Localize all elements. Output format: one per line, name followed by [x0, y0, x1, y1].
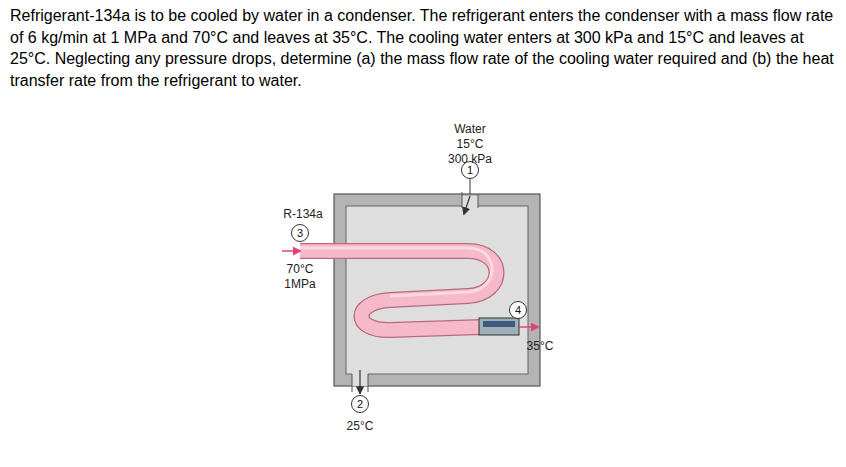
pipe-wall	[368, 374, 369, 392]
callout-leader	[470, 178, 471, 194]
callout-leader	[360, 386, 361, 394]
pipe-wall	[352, 374, 353, 392]
callout-text: 3	[297, 227, 303, 239]
outlet-fitting	[479, 318, 519, 335]
callout-number: 4	[509, 301, 527, 319]
fluid-name: Water	[454, 122, 486, 136]
callout-number: 3	[291, 224, 309, 242]
water-inlet-arrow	[464, 196, 470, 214]
refrigerant-tube	[300, 251, 497, 330]
refrigerant-outlet-arrow	[519, 326, 538, 328]
temperature-label: 15°C	[457, 137, 484, 151]
pipe-wall	[462, 192, 463, 194]
refrigerant-inlet-arrow	[282, 250, 300, 252]
pressure-label: 1MPa	[284, 277, 315, 291]
callout-text: 4	[515, 304, 521, 316]
callout-text: 2	[357, 398, 363, 410]
pipe-wall	[478, 194, 479, 208]
pipe-wall	[462, 194, 463, 208]
water-outlet-arrow	[359, 370, 360, 393]
temperature-label: 70°C	[287, 262, 314, 276]
tube-outline	[300, 251, 497, 330]
temperature-label: 35°C	[527, 339, 554, 353]
pressure-label: 300 kPa	[448, 152, 492, 166]
problem-statement: Refrigerant-134a is to be cooled by wate…	[10, 5, 840, 91]
tube-highlight	[300, 248, 492, 296]
temperature-label: 25°C	[347, 419, 374, 433]
fluid-name: R-134a	[283, 207, 322, 221]
outlet-fitting-bar	[483, 321, 515, 327]
callout-number: 2	[351, 395, 369, 413]
